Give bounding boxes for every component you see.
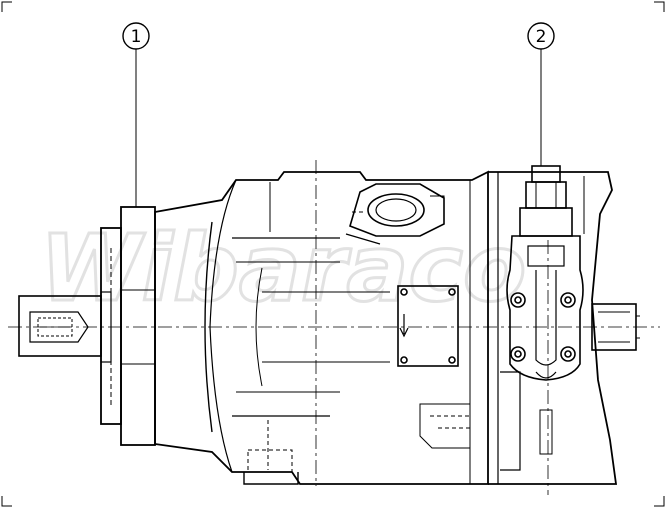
callout-1: 1 xyxy=(122,22,150,207)
port-boss xyxy=(345,183,445,245)
control-valve xyxy=(506,165,584,381)
name-plate xyxy=(397,285,459,367)
outlet-fitting xyxy=(591,303,640,351)
pump-housing xyxy=(154,170,489,485)
watermark-logo: Wibaraco xyxy=(40,215,526,322)
callout-2: 2 xyxy=(527,22,555,166)
callout-1-label: 1 xyxy=(131,27,142,47)
center-lines xyxy=(8,160,660,495)
callout-2-label: 2 xyxy=(536,27,547,47)
end-cover xyxy=(488,171,618,485)
